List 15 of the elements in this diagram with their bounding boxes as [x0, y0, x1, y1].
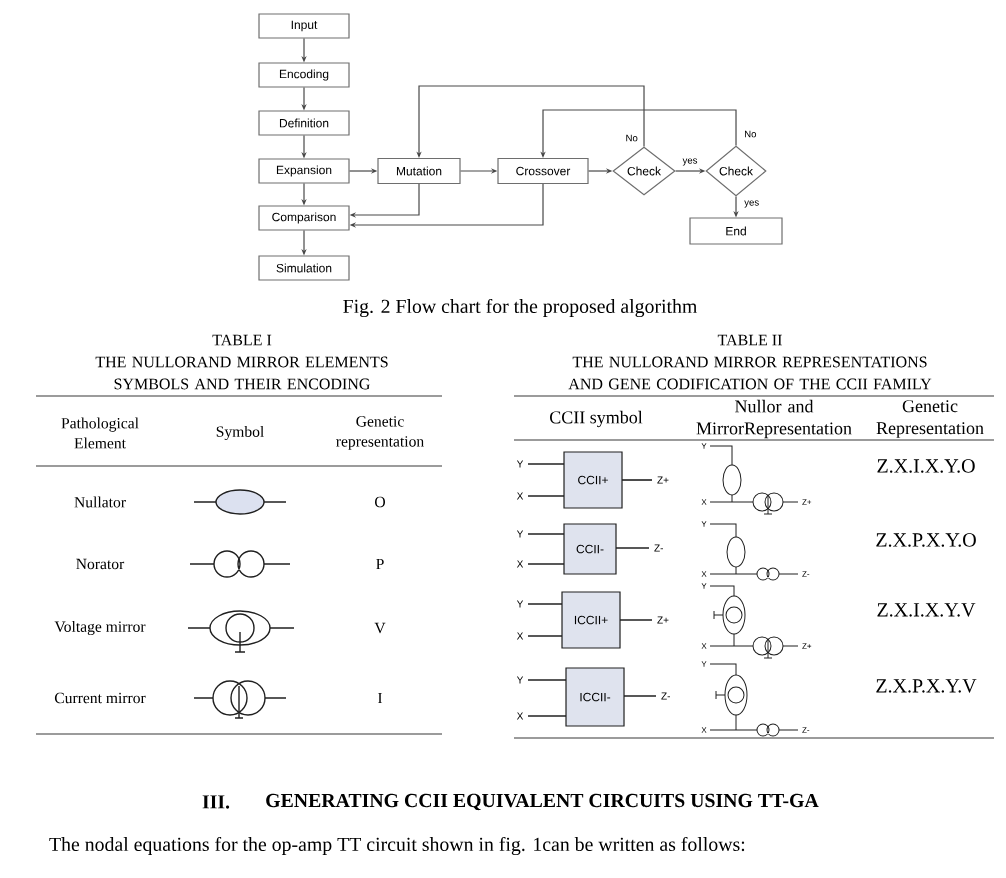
section-number: III.	[202, 795, 230, 809]
figure-caption: Fig. 2 Flow chart for the proposed algorithm	[343, 298, 698, 318]
section-heading: GENERATING CCII EQUIVALENT CIRCUITS USING TT-GA	[266, 793, 819, 811]
body-text: The nodal equations for the op-amp TT circuit shown in fig. 1can be written as follows:	[49, 836, 745, 856]
column-header: Genetic Representation	[876, 400, 984, 438]
column-header: Nullor and MirrorRepresentation	[696, 399, 852, 439]
table-title: THE NULLORAND MIRROR REPRESENTATIONS AND GENE CODIFICATION OF THE CCII FAMILY	[568, 356, 932, 390]
table-cell: Z.X.I.X.Y.O	[877, 459, 975, 473]
table-title: TABLE II	[717, 334, 782, 346]
column-header: CCII symbol	[550, 410, 643, 428]
table-title: THE NULLORAND MIRROR ELEMENTS SYMBOLS AND THEIR ENCODING	[95, 356, 388, 390]
table-cell: Z.X.I.X.Y.V	[877, 603, 976, 617]
table-cell: Z.X.P.X.Y.O	[876, 533, 976, 547]
table-title: TABLE I	[212, 334, 272, 346]
table-cell: Z.X.P.X.Y.V	[876, 679, 977, 693]
